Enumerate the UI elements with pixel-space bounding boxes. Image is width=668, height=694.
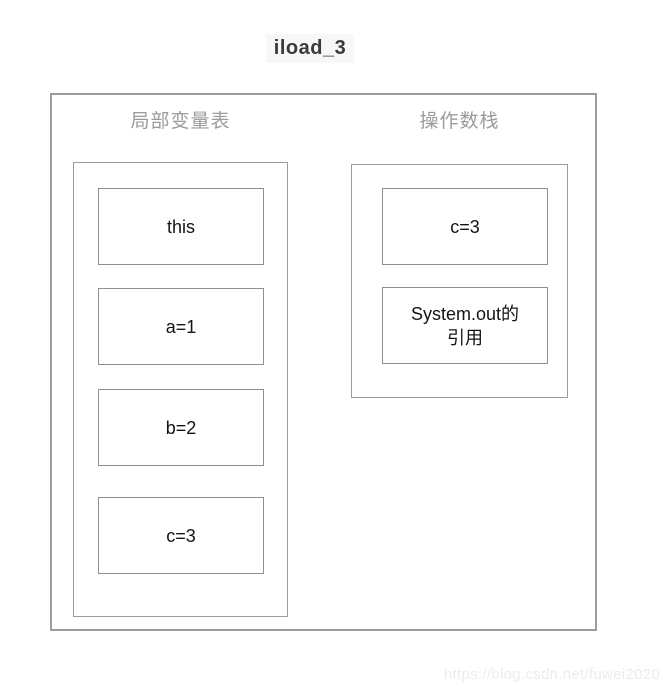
local-var-slot-2: b=2 bbox=[98, 389, 264, 466]
operand-stack-header: 操作数栈 bbox=[419, 111, 500, 132]
local-variable-table-box: this a=1 b=2 c=3 bbox=[73, 162, 288, 617]
operand-stack-box: c=3 System.out的 引用 bbox=[351, 164, 568, 398]
operand-stack-slot-1-text: System.out的 引用 bbox=[410, 303, 520, 348]
operand-stack-slot-0: c=3 bbox=[382, 188, 548, 265]
local-var-slot-3: c=3 bbox=[98, 497, 264, 574]
local-var-slot-0: this bbox=[98, 188, 264, 265]
operand-stack-slot-0-text: c=3 bbox=[450, 216, 480, 237]
local-var-slot-3-text: c=3 bbox=[166, 525, 196, 546]
local-var-slot-1-text: a=1 bbox=[165, 316, 197, 337]
watermark: https://blog.csdn.net/fuwei2020 bbox=[443, 666, 660, 683]
operand-stack-slot-1: System.out的 引用 bbox=[382, 287, 548, 364]
title-row: iload_3 bbox=[50, 34, 570, 63]
local-var-slot-0-text: this bbox=[166, 216, 195, 237]
stack-frame-box: 局部变量表 操作数栈 this a=1 b=2 c=3 c=3 System.o… bbox=[50, 93, 597, 631]
local-variable-table-header: 局部变量表 bbox=[130, 111, 231, 132]
local-var-slot-1: a=1 bbox=[98, 288, 264, 365]
diagram-title: iload_3 bbox=[265, 34, 355, 63]
local-var-slot-2-text: b=2 bbox=[165, 417, 197, 438]
